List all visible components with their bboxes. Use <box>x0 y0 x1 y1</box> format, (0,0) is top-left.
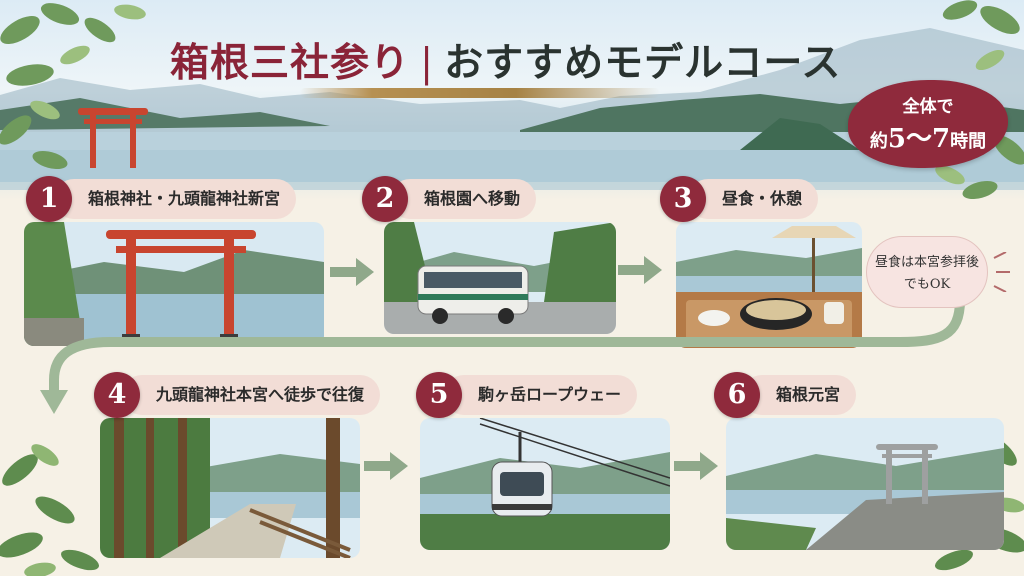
lake-torii-icon <box>78 108 148 168</box>
step-label: 箱根元宮 <box>742 375 857 415</box>
duration-suffix: 時間 <box>950 131 987 152</box>
arrow-step1-to-2-icon <box>330 258 374 286</box>
title-separator: | <box>420 41 435 86</box>
note-emphasis-icon <box>993 252 1010 292</box>
duration-value: 5〜7 <box>887 124 951 154</box>
step-number-badge: 1 <box>26 176 72 222</box>
duration-prefix: 約 <box>869 131 888 152</box>
step-label: 九頭龍神社本宮へ徒歩で往復 <box>122 375 381 415</box>
scene-lakeside-torii <box>24 222 324 346</box>
duration-badge: 全体で 約5〜7時間 <box>848 80 1008 168</box>
scene-ropeway <box>420 418 670 550</box>
step-label: 箱根園へ移動 <box>390 179 537 219</box>
step-label: 駒ヶ岳ロープウェー <box>444 375 638 415</box>
step-label: 昼食・休憩 <box>688 179 819 219</box>
title-sub: おすすめモデルコース <box>444 40 842 86</box>
scene-summit-shrine <box>726 418 1004 550</box>
arrow-step5-to-6-icon <box>674 452 718 480</box>
scene-bus-road <box>384 222 616 334</box>
lunch-note-line2: でもOK <box>903 277 951 292</box>
arrow-row-connector-icon <box>40 296 965 414</box>
arrow-step4-to-5-icon <box>364 452 408 480</box>
step-number-badge: 3 <box>660 176 706 222</box>
step-number-badge: 5 <box>416 372 462 418</box>
page-header: 箱根三社参り|おすすめモデルコース <box>170 32 870 92</box>
foliage-top-left-icon <box>0 3 146 170</box>
page-title: 箱根三社参り|おすすめモデルコース <box>170 32 841 88</box>
foliage-bottom-left-icon <box>0 444 99 576</box>
lunch-note-bubble: 昼食は本宮参拝後 でもOK <box>866 236 988 308</box>
step-number-badge: 2 <box>362 176 408 222</box>
foliage-top-right-icon <box>935 0 1024 200</box>
step-number-badge: 4 <box>94 372 140 418</box>
step-label: 箱根神社・九頭龍神社新宮 <box>54 179 297 219</box>
lunch-note-line1: 昼食は本宮参拝後 <box>874 255 979 270</box>
title-underline-brush <box>300 88 660 98</box>
duration-badge-line2: 約5〜7時間 <box>848 118 1008 155</box>
scene-forest-path <box>100 418 360 558</box>
title-main: 箱根三社参り <box>170 40 411 86</box>
duration-badge-line1: 全体で <box>902 97 954 117</box>
step-number-badge: 6 <box>714 372 760 418</box>
arrow-step2-to-3-icon <box>618 256 662 284</box>
